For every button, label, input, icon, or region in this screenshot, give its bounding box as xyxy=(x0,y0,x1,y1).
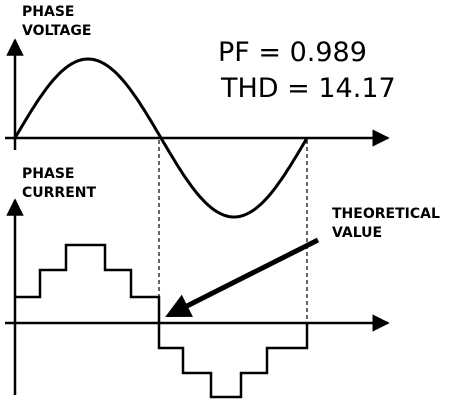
current-label-line2: CURRENT xyxy=(22,185,96,201)
annotation-line2: VALUE xyxy=(332,225,382,241)
thd-value: THD = 14.17 xyxy=(220,73,396,104)
current-label-line1: PHASE xyxy=(22,166,74,182)
power-factor-value: PF = 0.989 xyxy=(218,37,367,68)
voltage-sine-curve xyxy=(13,57,309,219)
voltage-label-line2: VOLTAGE xyxy=(22,23,91,39)
current-step-waveform xyxy=(15,243,309,399)
annotation-line1: THEORETICAL xyxy=(332,206,440,222)
theoretical-value-arrow xyxy=(165,237,320,317)
voltage-label-line1: PHASE xyxy=(22,4,74,20)
